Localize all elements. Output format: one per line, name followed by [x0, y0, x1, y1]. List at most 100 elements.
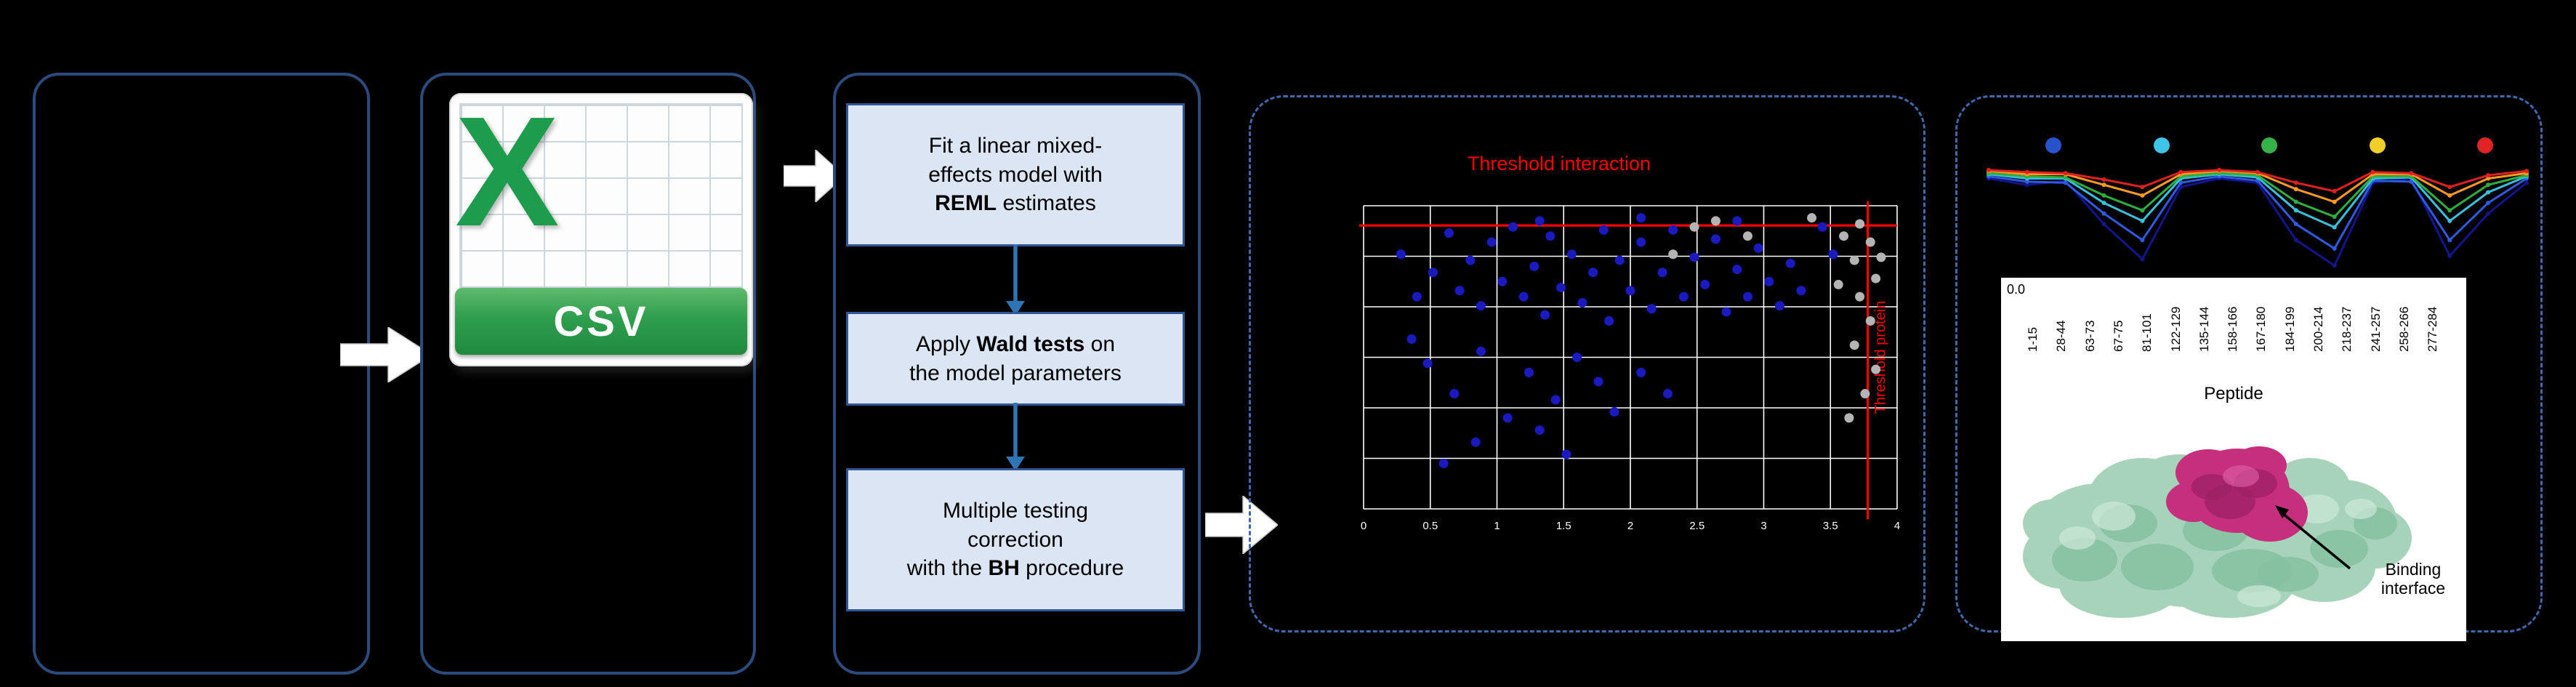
- series-point: [2447, 238, 2452, 243]
- scatter-point: [1700, 279, 1710, 289]
- series-point: [2486, 173, 2491, 178]
- peptide-tick-label: 258-266: [2396, 306, 2411, 352]
- protein-threshold-label: Threshold protein: [1873, 301, 1889, 414]
- series-point: [2217, 167, 2222, 172]
- step-text-pre: Fit a linear mixed- effects model with: [928, 134, 1103, 187]
- step-text-post: estimates: [997, 191, 1096, 216]
- scatter-point: [1561, 449, 1571, 459]
- peptide-tick-label: 167-180: [2254, 306, 2269, 352]
- spreadsheet-grid: [459, 103, 743, 291]
- series-point: [2293, 222, 2298, 227]
- step-wald-text: Apply Wald tests on the model parameters: [909, 330, 1122, 387]
- x-axis-tick: 2: [1627, 520, 1633, 532]
- scatter-point: [1828, 249, 1838, 260]
- x-axis-tick: 1.5: [1556, 520, 1571, 532]
- series-point: [2140, 208, 2145, 213]
- binding-arrowhead: [2275, 505, 2289, 518]
- stage-model-box: Fit a linear mixed- effects model with R…: [833, 73, 1201, 675]
- scatter-point: [1534, 216, 1545, 226]
- series-point: [2293, 199, 2298, 204]
- x-axis-tick: 3: [1760, 520, 1766, 532]
- scatter-point: [1817, 222, 1827, 232]
- series-point: [2293, 180, 2298, 185]
- peptide-tick-label: 184-199: [2282, 306, 2297, 352]
- scatter-point: [1732, 216, 1742, 226]
- right-arrow-icon: [340, 327, 432, 382]
- flow-arrow-3: [1205, 496, 1278, 554]
- peptide-tick-label: 200-214: [2311, 306, 2325, 352]
- series-point: [2140, 185, 2145, 190]
- scatter-point: [1486, 237, 1497, 247]
- protein-surface-shade: [2121, 544, 2194, 590]
- x-axis-tick: 0: [1361, 520, 1367, 532]
- csv-file-icon: X CSV: [449, 84, 753, 366]
- series-point: [2063, 171, 2068, 176]
- scatter-point: [1614, 255, 1625, 265]
- down-arrow-2: [1006, 403, 1025, 471]
- step-text-pre: Multiple testing correction with the: [906, 499, 1089, 581]
- series-point: [2486, 201, 2491, 206]
- series-point: [2332, 225, 2337, 230]
- protein-surface-highlight: [2092, 502, 2136, 531]
- series-point: [2332, 199, 2337, 204]
- scatter-point: [1518, 292, 1529, 302]
- scatter-point: [1556, 283, 1566, 293]
- protein-surface-highlight: [2059, 526, 2096, 550]
- legend-dot-1: [2045, 137, 2061, 153]
- protein-surface-shade: [2052, 538, 2117, 582]
- series-point: [2447, 208, 2452, 213]
- x-axis-tick: 2.5: [1689, 520, 1704, 532]
- peptide-tick-label: 63-73: [2082, 320, 2097, 352]
- scatter-point: [1785, 258, 1795, 268]
- series-point: [2293, 187, 2298, 192]
- series-point: [2524, 180, 2529, 185]
- series-point: [2101, 182, 2106, 188]
- scatter-point: [1753, 243, 1763, 253]
- peptide-line-chart: [1987, 167, 2529, 268]
- peptide-tick-label: 28-44: [2054, 320, 2069, 352]
- csv-banner: CSV: [455, 288, 747, 355]
- scatter-point: [1710, 216, 1720, 226]
- scatter-point: [1849, 255, 1859, 265]
- peptide-tick-label: 135-144: [2197, 306, 2211, 352]
- scatter-point: [1732, 265, 1742, 275]
- series-point: [2332, 246, 2337, 251]
- legend-dot-3: [2261, 137, 2277, 153]
- step-reml: Fit a linear mixed- effects model with R…: [846, 103, 1185, 246]
- peptide-tick-label: 241-257: [2368, 306, 2383, 352]
- scatter-point: [1764, 276, 1774, 286]
- scatter-point: [1593, 377, 1603, 387]
- step-text-pre: Apply: [915, 332, 977, 356]
- series-point: [2332, 263, 2337, 268]
- scatter-point: [1668, 249, 1678, 260]
- scatter-point: [1396, 249, 1406, 260]
- scatter-point: [1855, 292, 1865, 302]
- binding-interface-label: Binding interface: [2380, 560, 2446, 598]
- series-point: [2524, 169, 2529, 174]
- x-axis-tick: 4: [1894, 520, 1900, 532]
- scatter-point: [1497, 276, 1508, 286]
- scatter-point: [1566, 249, 1577, 260]
- scatter-point: [1422, 358, 1433, 369]
- flow-arrow-1: [340, 327, 432, 382]
- series-point: [2486, 211, 2491, 216]
- series-point: [2293, 238, 2298, 243]
- csv-banner-label: CSV: [553, 297, 649, 345]
- scatter-point: [1876, 252, 1886, 262]
- scatter-point: [1865, 316, 1875, 326]
- series-point: [2024, 182, 2029, 188]
- series-point: [2486, 182, 2491, 188]
- scatter-point: [1545, 231, 1555, 241]
- scatter-point: [1476, 346, 1486, 356]
- series-point: [1987, 167, 1991, 172]
- peptide-tick-label: 81-101: [2140, 313, 2154, 352]
- scatter-point: [1662, 389, 1673, 399]
- scatter-point: [1470, 437, 1481, 447]
- series-point: [2293, 208, 2298, 213]
- scatter-point: [1742, 231, 1752, 241]
- peptide-axis-label: Peptide: [2204, 384, 2263, 403]
- scatter-point: [1646, 304, 1657, 314]
